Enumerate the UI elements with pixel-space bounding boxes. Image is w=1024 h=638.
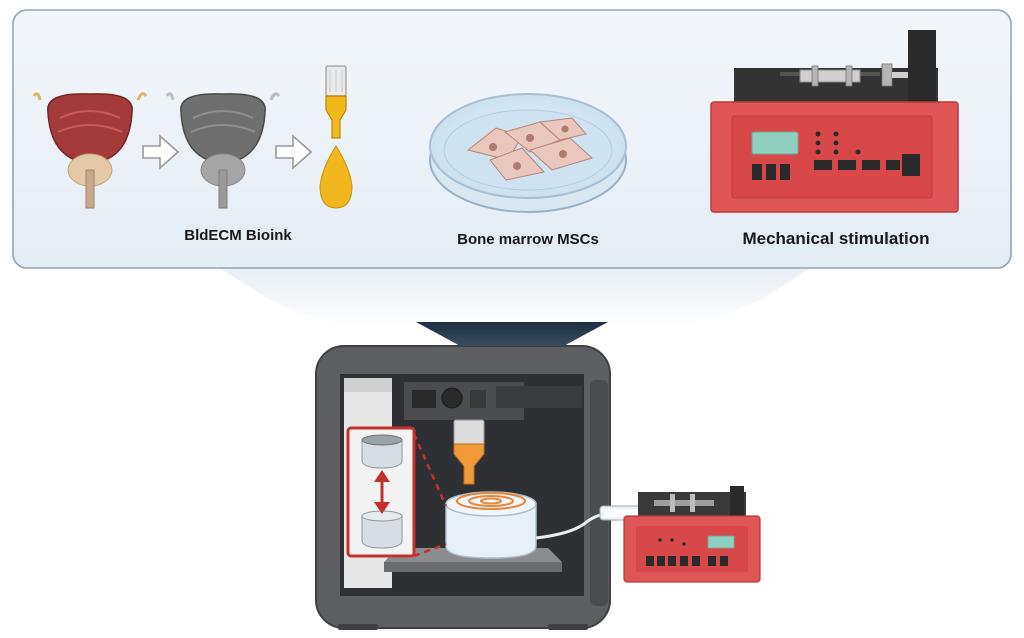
bioink-label: BldECM Bioink [184,227,292,244]
stimulation-label: Mechanical stimulation [742,229,929,248]
syringe-pump-icon [710,30,959,213]
bladder-icon [32,92,148,209]
compression-chamber-icon [361,434,403,549]
bioprinter-icon [315,345,611,630]
decellularized-bladder-icon [165,92,281,209]
process-arrow-icon [275,134,313,170]
process-arrow-icon [142,134,180,170]
cells-label: Bone marrow MSCs [457,231,599,248]
syringe-pump-icon [599,486,761,583]
bioink-pipette-icon [319,65,353,209]
petri-dish-icon [429,93,627,213]
funnel-glow [210,262,820,330]
